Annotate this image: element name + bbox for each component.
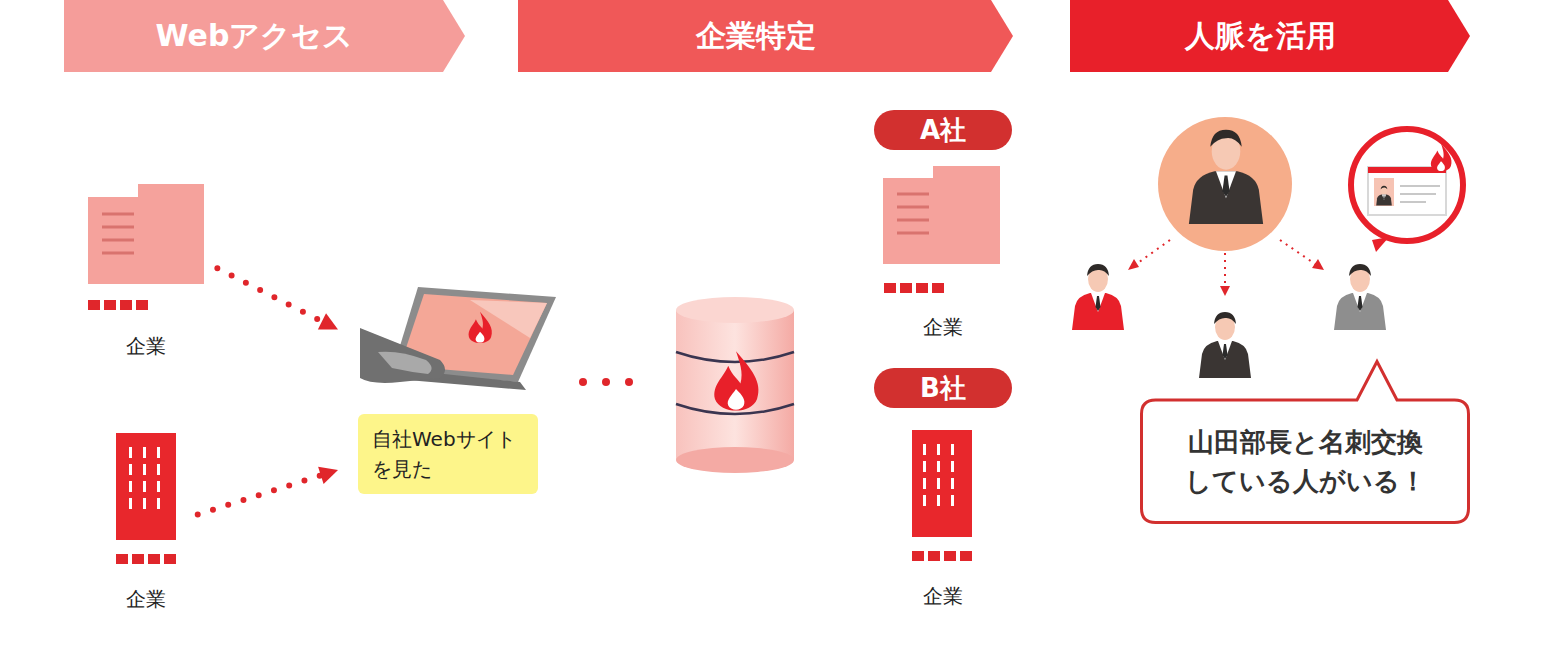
arrow-head <box>318 313 338 329</box>
dotted-arrow <box>198 467 338 515</box>
caption-box: 自社Webサイトを見た <box>358 414 538 494</box>
dotted-line <box>198 475 323 515</box>
step-title: Webアクセス <box>156 16 354 57</box>
step-band: Webアクセス <box>64 0 465 72</box>
bubble-border <box>1142 362 1469 523</box>
website-node: 自社Webサイトを見た <box>338 282 562 498</box>
company-label: 企業 <box>80 333 212 360</box>
speech-bubble: 山田部長と名刺交換している人がいる！ <box>1140 360 1470 524</box>
company-node: B社企業 <box>872 368 1014 612</box>
company-label: 企業 <box>872 583 1014 610</box>
caption-text: 自社Webサイトを見た <box>372 424 524 484</box>
dot-leader <box>579 378 633 386</box>
step-band: 企業特定 <box>518 0 1013 72</box>
company-name: A社 <box>920 113 966 148</box>
company-node: 企業 <box>80 178 212 364</box>
chevron-fill <box>518 0 1013 72</box>
building-icon <box>88 184 204 310</box>
building-icon <box>883 166 1000 293</box>
step-band: 人脈を活用 <box>1070 0 1470 72</box>
chevron-fill <box>1070 0 1470 72</box>
company-pill: B社 <box>874 368 1012 408</box>
dotted-arrow <box>217 268 338 329</box>
database-icon <box>676 297 794 473</box>
building-icon <box>116 433 176 564</box>
dotted-line <box>217 268 323 322</box>
building-icon <box>912 430 972 561</box>
company-node: A社企業 <box>872 110 1014 346</box>
arrow-head <box>318 467 338 484</box>
bubble-text: 山田部長と名刺交換している人がいる！ <box>1180 423 1430 501</box>
bubble-body: 山田部長と名刺交換している人がいる！ <box>1140 400 1470 524</box>
company-node: 企業 <box>100 428 192 616</box>
step-title: 企業特定 <box>696 16 816 57</box>
company-pill: A社 <box>874 110 1012 150</box>
network-illustration <box>1072 117 1463 378</box>
company-label: 企業 <box>872 314 1014 341</box>
laptop-illustration <box>360 287 556 390</box>
step-title: 人脈を活用 <box>1185 16 1336 57</box>
chevron-fill <box>64 0 465 72</box>
company-label: 企業 <box>100 586 192 613</box>
company-name: B社 <box>920 371 966 406</box>
